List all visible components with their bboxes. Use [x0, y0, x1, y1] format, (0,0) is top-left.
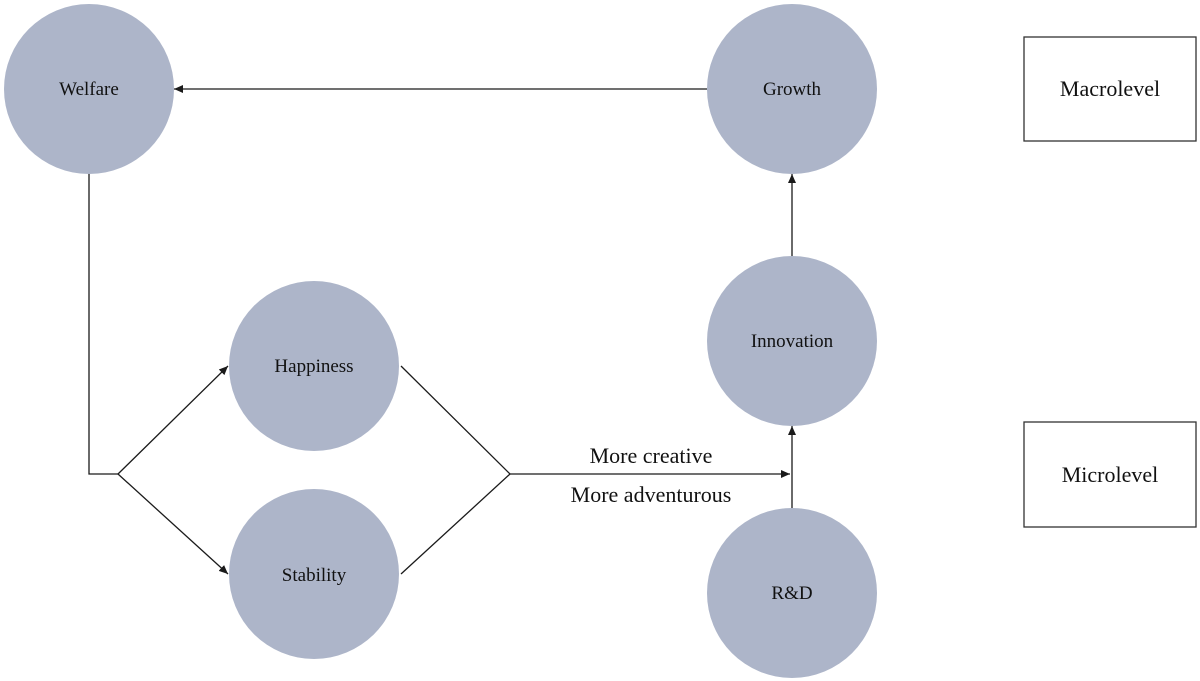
node-growth-circle [707, 4, 877, 174]
node-innovation-label: Innovation [751, 331, 834, 352]
node-growth-label: Growth [763, 79, 822, 100]
node-happiness-label: Happiness [274, 356, 353, 377]
edge-stability-to-merge [400, 473, 511, 575]
level-micro: Microlevel [1023, 421, 1197, 528]
node-happiness: Happiness [229, 281, 399, 451]
edge-split-to-stability [117, 473, 229, 575]
edge-label-more-adventurous: More adventurous [571, 482, 732, 507]
node-happiness-circle [229, 281, 399, 451]
node-innovation-circle [707, 256, 877, 426]
node-stability-circle [229, 489, 399, 659]
level-macro-label: Macrolevel [1060, 76, 1160, 101]
edge-label-more-creative: More creative [590, 443, 713, 468]
level-macro-box [1023, 36, 1197, 142]
edge-split-to-happiness [117, 365, 229, 475]
node-stability-label: Stability [282, 565, 347, 586]
node-welfare-label: Welfare [59, 79, 119, 100]
edge-welfare-down [88, 172, 118, 475]
level-micro-label: Microlevel [1062, 462, 1159, 487]
node-innovation: Innovation [707, 256, 877, 426]
node-rnd-label: R&D [771, 583, 812, 604]
level-micro-box [1023, 421, 1197, 528]
node-welfare-circle [4, 4, 174, 174]
level-macro: Macrolevel [1023, 36, 1197, 142]
edge-happiness-to-merge [400, 365, 511, 475]
node-stability: Stability [229, 489, 399, 659]
node-rnd: R&D [707, 508, 877, 678]
node-growth: Growth [707, 4, 877, 174]
node-rnd-circle [707, 508, 877, 678]
node-welfare: Welfare [4, 4, 174, 174]
edges [88, 85, 796, 575]
